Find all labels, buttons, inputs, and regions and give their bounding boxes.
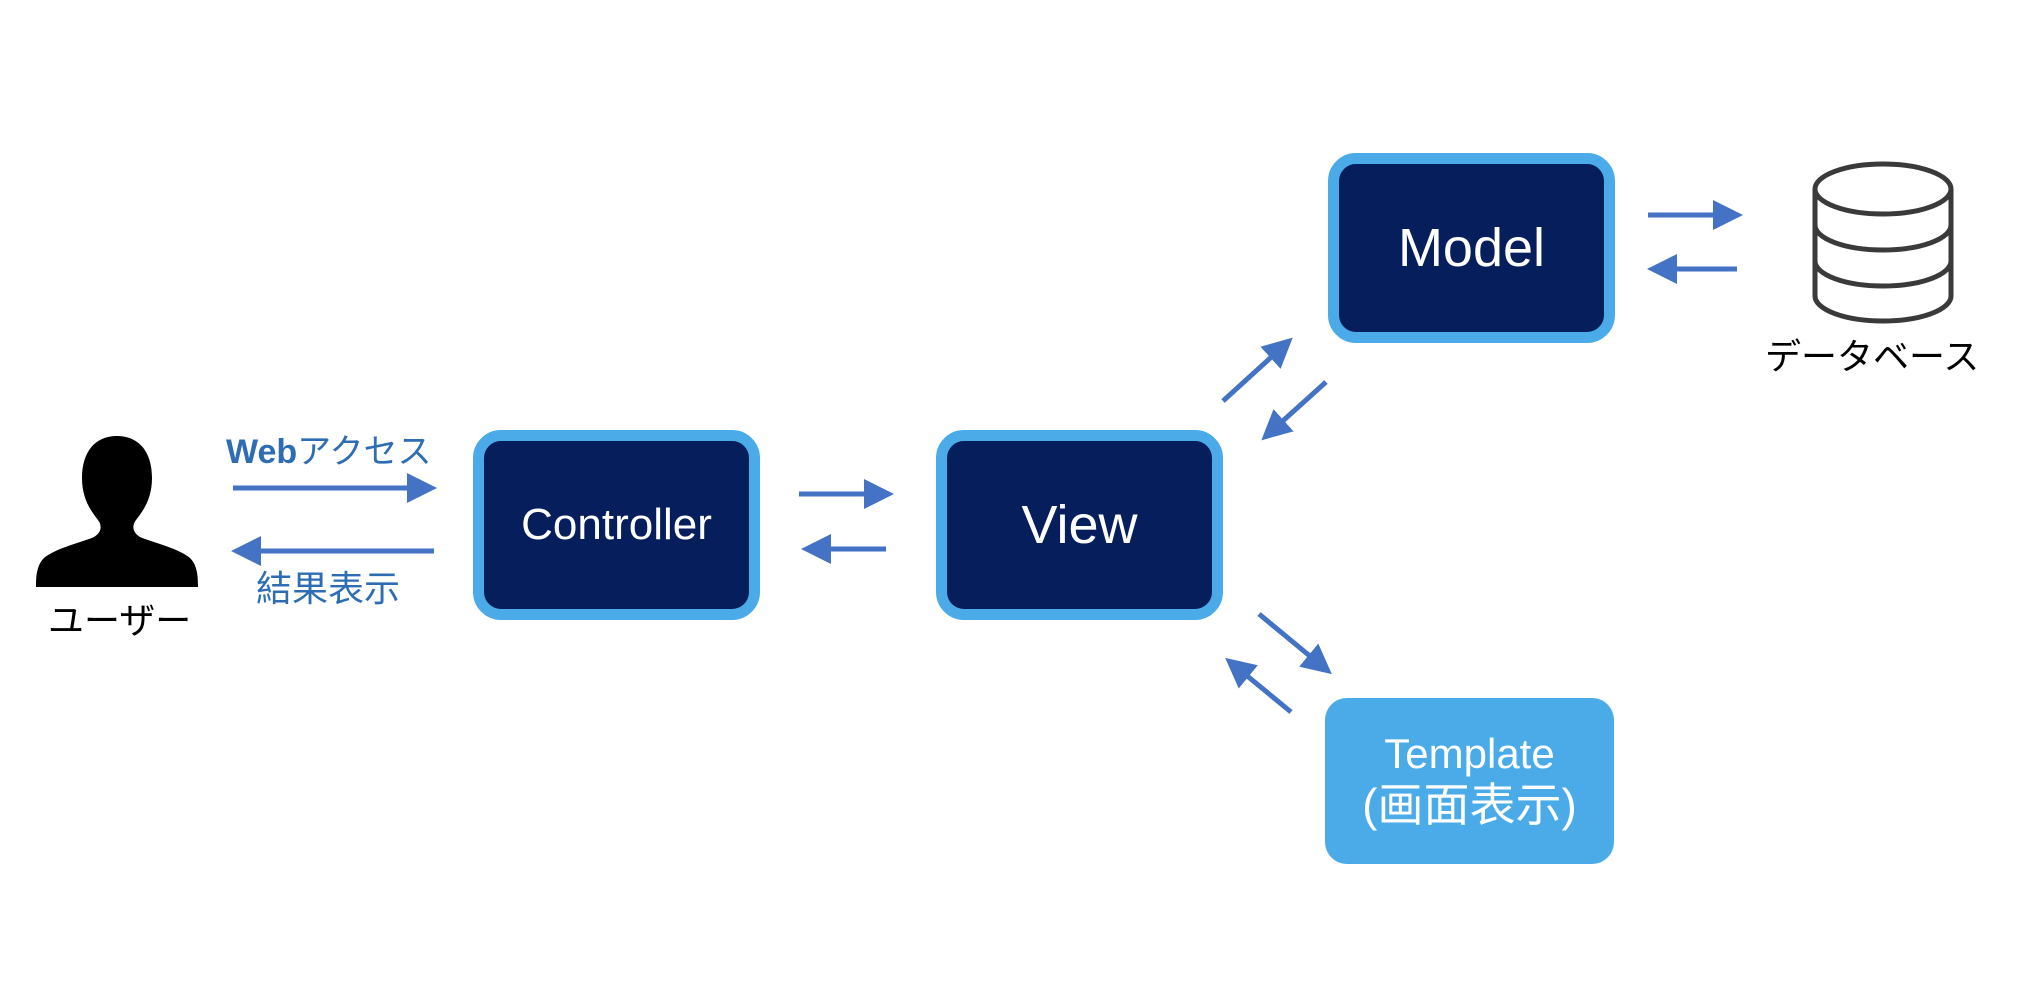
model-node: Model	[1328, 153, 1615, 343]
model-label: Model	[1397, 218, 1546, 278]
request-label: Webアクセス	[226, 424, 431, 473]
user-label: ユーザー	[48, 600, 192, 641]
view-node: View	[936, 430, 1223, 620]
controller-node: Controller	[473, 430, 760, 620]
request-label-rest: アクセス	[297, 433, 432, 471]
template-node: Template (画面表示)	[1325, 698, 1614, 864]
template-label-line2: (画面表示)	[1362, 778, 1577, 831]
view-label: View	[1021, 495, 1138, 555]
response-label: 結果表示	[256, 568, 401, 609]
arrow-view-to-model	[1221, 337, 1293, 403]
controller-label: Controller	[521, 500, 712, 549]
arrow-model-to-view	[1261, 380, 1328, 441]
template-label-line1: Template	[1384, 730, 1555, 778]
arrow-view-to-template	[1257, 612, 1332, 675]
database-label: データベース	[1765, 336, 1980, 377]
arrow-template-to-view	[1225, 657, 1293, 714]
request-label-web: Web	[226, 433, 298, 471]
